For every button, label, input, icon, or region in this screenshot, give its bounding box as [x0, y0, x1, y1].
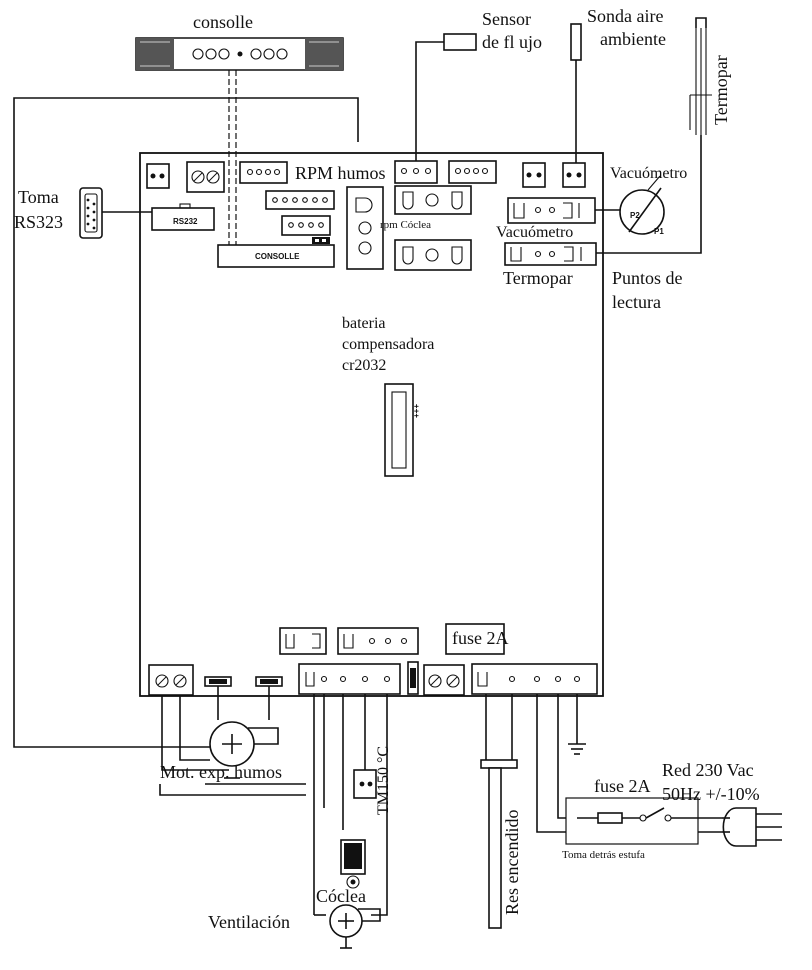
connector-4pin-top	[239, 161, 288, 184]
fuse-switch-box	[565, 797, 722, 845]
exhaust-fan	[209, 721, 279, 779]
bateria-label-2: compensadora	[342, 336, 434, 353]
ambient-probe	[570, 23, 582, 61]
connector-power-6pin	[471, 663, 598, 695]
connector-3pin-rpm	[394, 160, 438, 184]
svg-text:P2: P2	[630, 211, 640, 220]
igniter-resistor	[488, 767, 502, 929]
console-port: CONSOLLE	[217, 244, 335, 268]
termopar-conn-label: Termopar	[503, 268, 573, 288]
svg-text:P1: P1	[654, 227, 664, 236]
terminal-top-right-2	[562, 162, 586, 188]
termopar-vertical-label: Termopar	[711, 55, 731, 125]
connector-6pin	[265, 190, 335, 210]
vacuometro-conn-label: Vacuómetro	[496, 224, 573, 241]
fuse-board-label: fuse 2A	[452, 628, 509, 648]
fuse-board-box	[445, 623, 505, 655]
tm150-label: TM150 °C	[375, 746, 392, 815]
ventilacion-label: Ventilación	[208, 912, 290, 932]
bateria-label-1: bateria	[342, 315, 386, 332]
sonda-label-1: Sonda aire	[587, 6, 663, 26]
rpm-humos-label: RPM humos	[295, 163, 386, 183]
red-label-1: Red 230 Vac	[662, 760, 754, 780]
sonda-label-2: ambiente	[600, 29, 666, 49]
toma-label-1: Toma	[18, 187, 59, 207]
thermostat-tm150	[353, 769, 377, 799]
terminal-bottom-mid	[423, 664, 465, 696]
sensor-label-2: de fl ujo	[482, 32, 542, 52]
toma-detras-label: Toma detrás estufa	[562, 849, 645, 861]
consolle-label: consolle	[193, 12, 253, 32]
bateria-label-3: cr2032	[342, 357, 386, 374]
termopar-connector	[504, 242, 597, 266]
coclea-label: Cóclea	[316, 886, 366, 906]
sensor-label-1: Sensor	[482, 9, 531, 29]
connector-bottom-5pin	[298, 663, 401, 695]
battery-plus-label: +++	[412, 404, 421, 418]
terminal-top-right-1	[522, 162, 546, 188]
connector-bottom-4pin	[337, 627, 419, 655]
connector-vertical-3pin	[346, 186, 384, 270]
svg-text:RS232: RS232	[173, 217, 198, 226]
mot-exp-label: Mot. exp. humos	[160, 762, 282, 782]
auger-motor	[340, 839, 366, 889]
console-unit	[135, 37, 344, 71]
puntos-label-2: lectura	[612, 292, 661, 312]
puntos-label-1: Puntos de	[612, 268, 683, 288]
connector-4pin-mid	[281, 215, 331, 244]
fuse-clip-left	[204, 676, 232, 687]
toma-label-2: RS323	[14, 212, 63, 232]
terminal-topleft-small	[146, 163, 170, 189]
vacuometer-gauge: P2 P1	[619, 187, 665, 236]
fuse-clip-right	[255, 676, 283, 687]
rpm-coclea-label: rpm Cóclea	[380, 219, 431, 231]
res-encendido-label: Res encendido	[502, 810, 522, 915]
red-label-2: 50Hz +/-10%	[662, 784, 760, 804]
jumper	[407, 661, 419, 695]
ventilation-fan	[329, 904, 381, 949]
battery-holder	[384, 383, 414, 477]
connector-bottom-small	[279, 627, 327, 655]
connector-rpm-coclea-top	[394, 185, 472, 215]
thermocouple-probe	[689, 17, 712, 135]
vacuometro-connector	[507, 197, 596, 224]
terminal-bottom-left	[148, 664, 194, 696]
db9-connector	[79, 187, 103, 239]
rs232-port: RS232	[151, 203, 215, 231]
flow-sensor	[443, 33, 477, 51]
power-plug	[722, 807, 782, 847]
terminal-topleft-screw	[186, 161, 225, 193]
vacuometro-gauge-label: Vacuómetro	[610, 165, 687, 182]
connector-rpm-coclea-bottom	[394, 239, 472, 271]
fuse-toma-label: fuse 2A	[594, 776, 651, 796]
svg-text:CONSOLLE: CONSOLLE	[255, 252, 300, 261]
connector-4pin-right	[448, 160, 497, 184]
